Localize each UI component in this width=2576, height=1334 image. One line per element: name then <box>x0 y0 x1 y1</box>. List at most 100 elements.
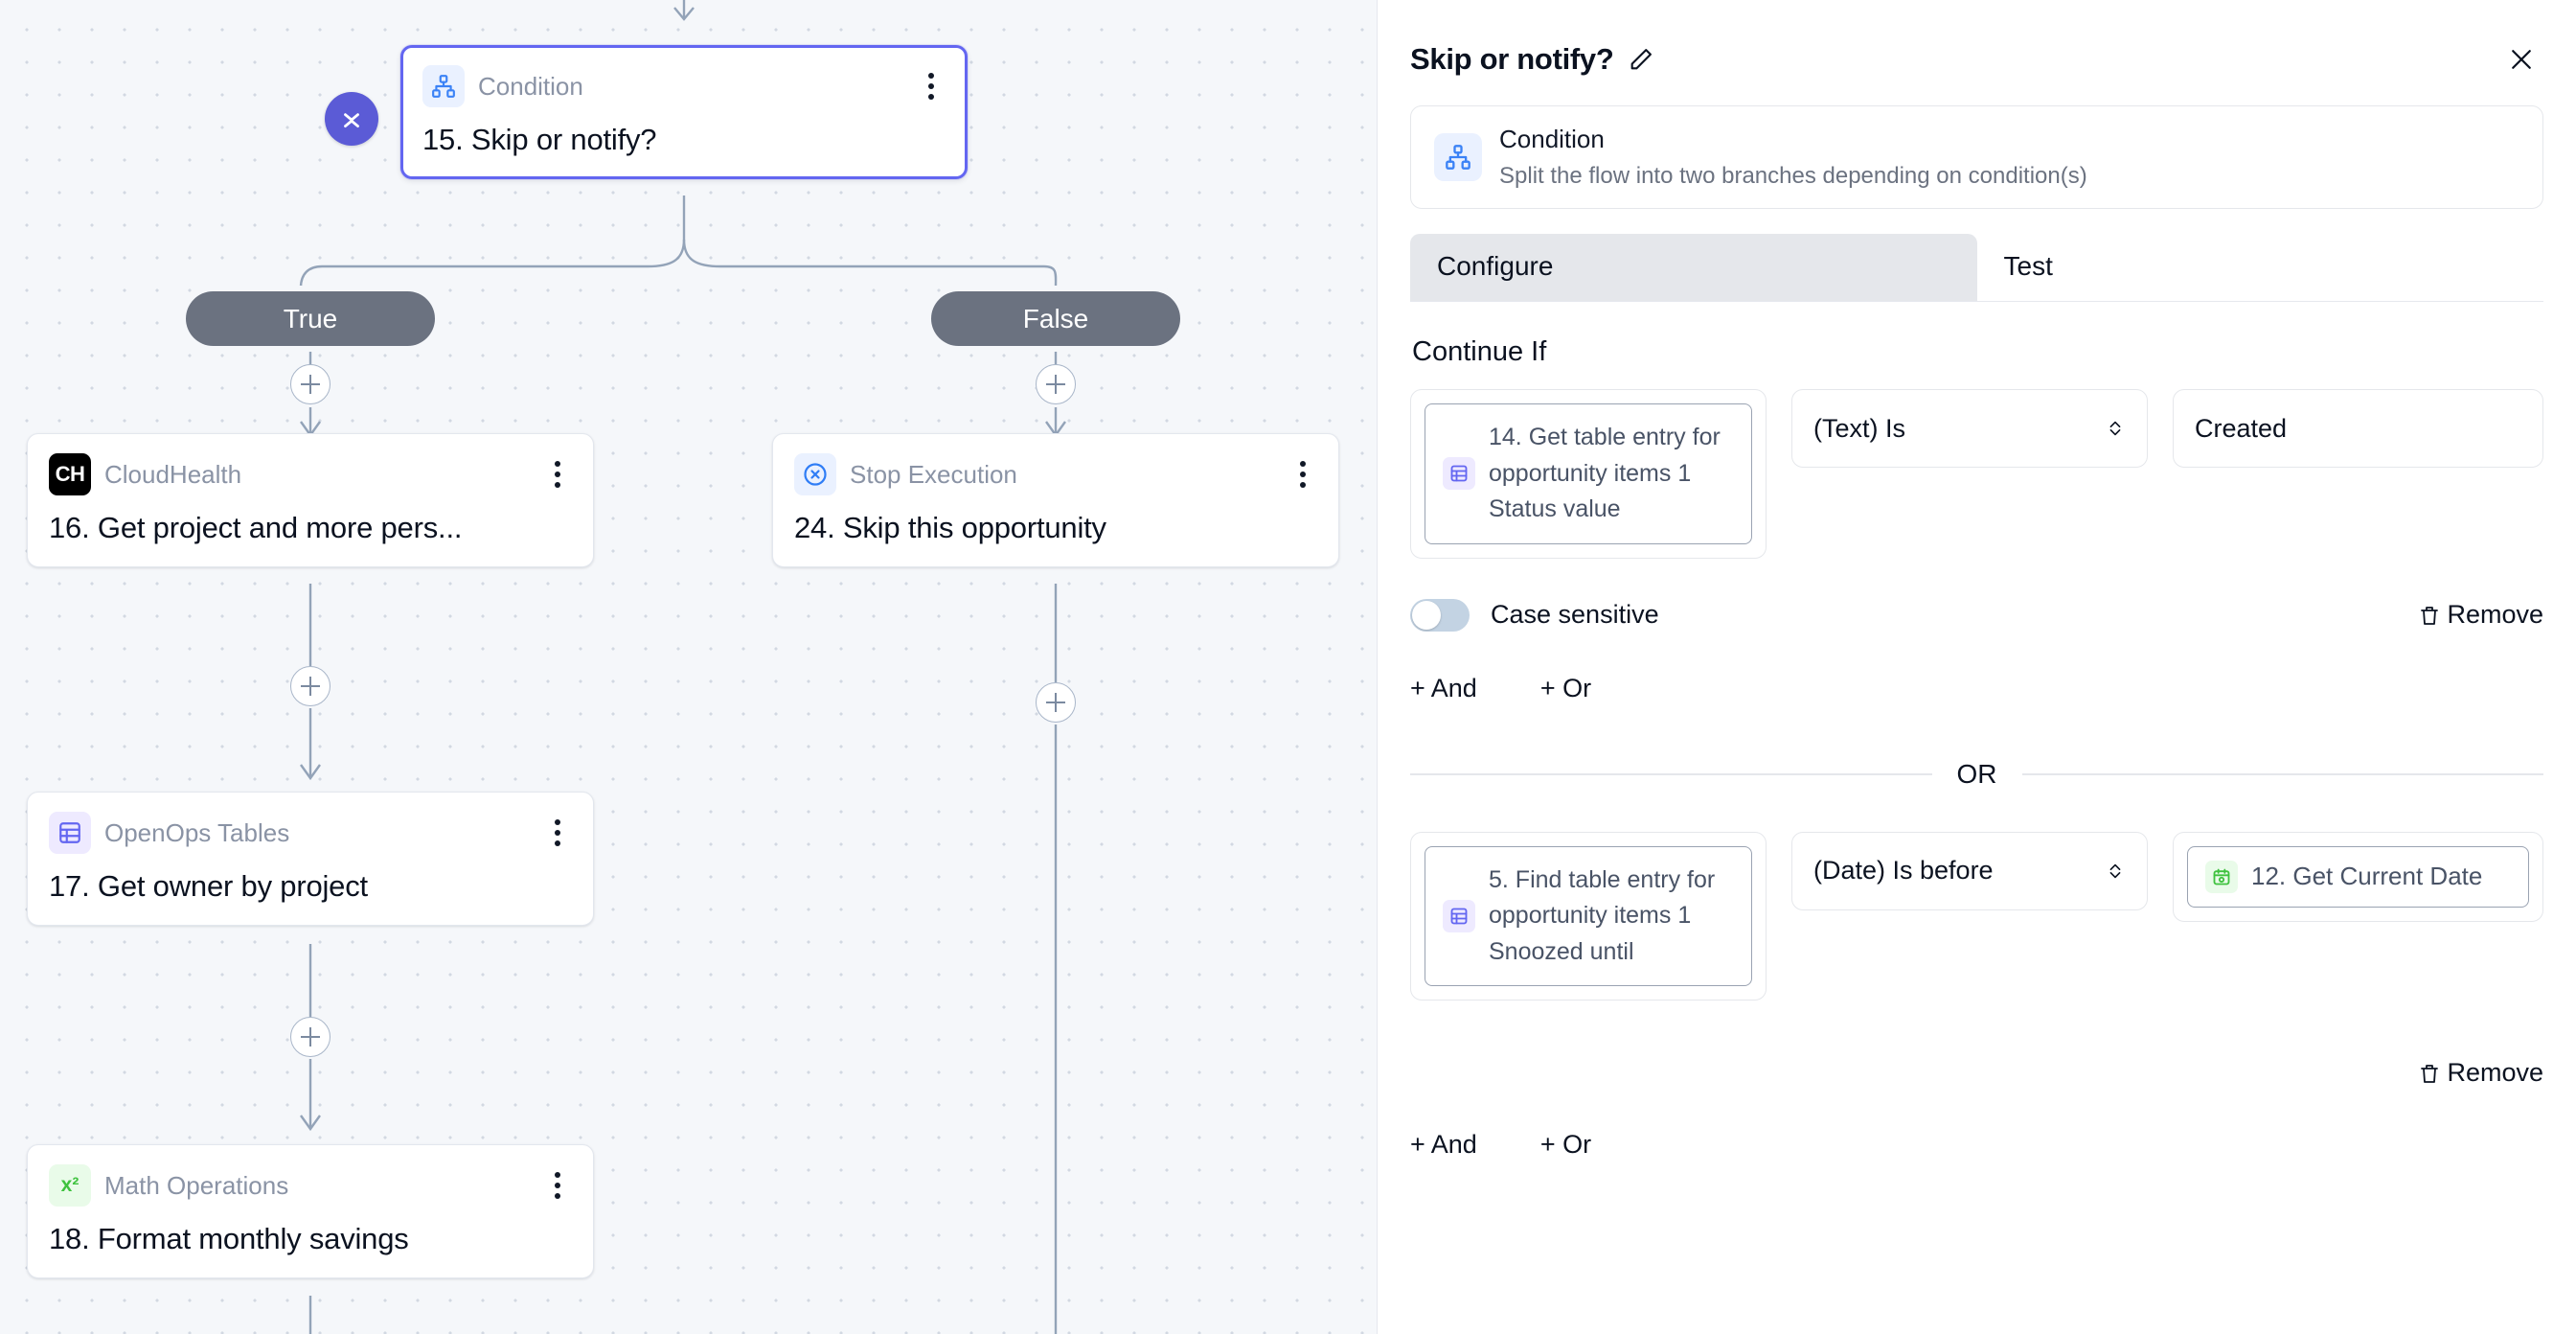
pencil-edit-icon[interactable] <box>1628 46 1654 73</box>
add-and-button-1[interactable]: + And <box>1410 673 1477 702</box>
node-header: Condition <box>422 65 946 107</box>
toggle-knob <box>1412 600 1441 630</box>
node-kind-label: Math Operations <box>104 1170 289 1200</box>
chevron-up-down-icon <box>2109 421 2121 436</box>
node-title: 18. Format monthly savings <box>49 1222 409 1255</box>
node-header: OpenOps Tables <box>49 812 572 854</box>
condition-value-input-2[interactable]: 12. Get Current Date <box>2173 831 2543 922</box>
variable-chip[interactable]: 5. Find table entry for opportunity item… <box>1425 845 1752 986</box>
double-chevron-collapse-icon <box>344 113 359 127</box>
condition-row: 14. Get table entry for opportunity item… <box>1410 389 2543 559</box>
node-kind-label: OpenOps Tables <box>104 817 290 847</box>
node-kind-label: Stop Execution <box>850 459 1017 489</box>
condition-value-input-1[interactable]: Created <box>2173 389 2543 468</box>
node-title: 15. Skip or notify? <box>422 123 657 156</box>
flow-node-cloudhealth[interactable]: CH CloudHealth 16. Get project and more … <box>27 433 594 567</box>
node-kind-label: CloudHealth <box>104 459 242 489</box>
node-title: 24. Skip this opportunity <box>794 511 1106 544</box>
operator-value: (Date) Is before <box>1813 856 1994 885</box>
panel-header: Skip or notify? <box>1410 0 2543 105</box>
remove-condition-row-2: Remove <box>1410 1058 2543 1088</box>
flow-edges <box>299 0 1066 1334</box>
value-chip[interactable]: 12. Get Current Date <box>2187 845 2529 908</box>
branch-pill-true[interactable]: True <box>186 291 435 346</box>
math-x-squared-text: x² <box>60 1174 80 1196</box>
case-sensitive-label-1: Case sensitive <box>1491 600 1659 629</box>
calendar-clock-icon <box>2205 860 2238 893</box>
continue-if-label: Continue If <box>1412 336 1547 367</box>
node-header: Stop Execution <box>794 453 1317 495</box>
collapse-branch-button[interactable] <box>325 92 378 146</box>
panel-tabs: Configure Test <box>1410 234 2543 302</box>
chevron-up-down-icon <box>2109 863 2121 878</box>
math-x-squared-icon: x² <box>49 1164 91 1207</box>
more-vertical-icon[interactable] <box>543 453 572 495</box>
more-vertical-icon[interactable] <box>1288 453 1317 495</box>
add-step-button-false-branch[interactable] <box>1036 364 1076 404</box>
piece-description: Split the flow into two branches dependi… <box>1499 162 2087 189</box>
node-header: x² Math Operations <box>49 1164 572 1207</box>
cloudhealth-logo-icon: CH <box>49 453 91 495</box>
condition-variable-field-1[interactable]: 14. Get table entry for opportunity item… <box>1410 389 1767 559</box>
more-vertical-icon[interactable] <box>543 1164 572 1207</box>
table-grid-icon <box>1443 899 1475 932</box>
step-settings-panel: Skip or notify? <box>1377 0 2576 1334</box>
condition-group-1: 14. Get table entry for opportunity item… <box>1410 389 2543 703</box>
condition-variable-field-2[interactable]: 5. Find table entry for opportunity item… <box>1410 831 1767 1000</box>
flow-node-math-operations[interactable]: x² Math Operations 18. Format monthly sa… <box>27 1144 594 1278</box>
table-grid-icon <box>49 812 91 854</box>
add-or-button-1[interactable]: + Or <box>1539 673 1592 702</box>
piece-info-card: Condition Split the flow into two branch… <box>1410 105 2543 209</box>
condition-operator-select-2[interactable]: (Date) Is before <box>1791 831 2148 910</box>
flow-node-condition[interactable]: Condition 15. Skip or notify? <box>400 45 968 179</box>
branch-pill-false-label: False <box>1022 304 1089 334</box>
variable-chip-label: 5. Find table entry for opportunity item… <box>1489 865 1716 965</box>
remove-condition-button-1[interactable]: Remove <box>2418 600 2543 630</box>
or-divider-label: OR <box>1956 758 1997 789</box>
variable-chip[interactable]: 14. Get table entry for opportunity item… <box>1425 403 1752 544</box>
add-step-button-after-cloudhealth[interactable] <box>290 666 331 706</box>
condition-branch-icon <box>422 65 465 107</box>
or-divider-line-right <box>2021 772 2543 775</box>
tab-configure[interactable]: Configure <box>1410 234 1977 301</box>
node-title: 17. Get owner by project <box>49 869 368 903</box>
node-header: CH CloudHealth <box>49 453 572 495</box>
add-and-button-2[interactable]: + And <box>1410 1130 1477 1159</box>
more-vertical-icon[interactable] <box>543 812 572 854</box>
variable-chip-label: 14. Get table entry for opportunity item… <box>1489 424 1721 522</box>
more-vertical-icon[interactable] <box>917 65 946 107</box>
flow-node-stop-execution[interactable]: Stop Execution 24. Skip this opportunity <box>772 433 1339 567</box>
flow-canvas[interactable]: Condition 15. Skip or notify? True False… <box>0 0 1377 1334</box>
node-title: 16. Get project and more pers... <box>49 511 463 544</box>
add-or-button-2[interactable]: + Or <box>1539 1130 1592 1159</box>
condition-group-2: 5. Find table entry for opportunity item… <box>1410 831 2543 1161</box>
piece-name: Condition <box>1499 124 1605 153</box>
add-step-button-after-stop-execution[interactable] <box>1036 682 1076 723</box>
add-step-button-after-openops-tables[interactable] <box>290 1017 331 1057</box>
table-grid-icon <box>1443 457 1475 491</box>
condition-operator-select-1[interactable]: (Text) Is <box>1791 389 2148 468</box>
panel-title: Skip or notify? <box>1410 42 1614 76</box>
add-step-button-true-branch[interactable] <box>290 364 331 404</box>
add-condition-row-1: + And + Or <box>1410 674 2543 703</box>
case-sensitive-toggle-1[interactable] <box>1410 598 1470 632</box>
trash-icon <box>2421 1064 2439 1083</box>
flow-node-openops-tables[interactable]: OpenOps Tables 17. Get owner by project <box>27 792 594 926</box>
condition-row: 5. Find table entry for opportunity item… <box>1410 831 2543 1000</box>
condition-value-text-1: Created <box>2195 413 2288 443</box>
branch-pill-true-label: True <box>283 304 338 334</box>
remove-condition-button-2[interactable]: Remove <box>2418 1058 2543 1088</box>
or-divider-line-left <box>1410 772 1932 775</box>
piece-info-text: Condition Split the flow into two branch… <box>1499 123 2087 193</box>
or-divider: OR <box>1410 759 2543 790</box>
stop-circle-x-icon <box>794 453 836 495</box>
condition-branch-icon <box>1434 133 1482 181</box>
branch-pill-false[interactable]: False <box>931 291 1180 346</box>
remove-label-2: Remove <box>2447 1058 2543 1087</box>
tab-test[interactable]: Test <box>2003 251 2053 281</box>
close-x-icon[interactable] <box>2499 37 2543 81</box>
case-sensitive-row-1: Case sensitive Remove <box>1410 598 2543 632</box>
remove-label-1: Remove <box>2447 600 2543 629</box>
operator-value: (Text) Is <box>1813 413 1906 443</box>
